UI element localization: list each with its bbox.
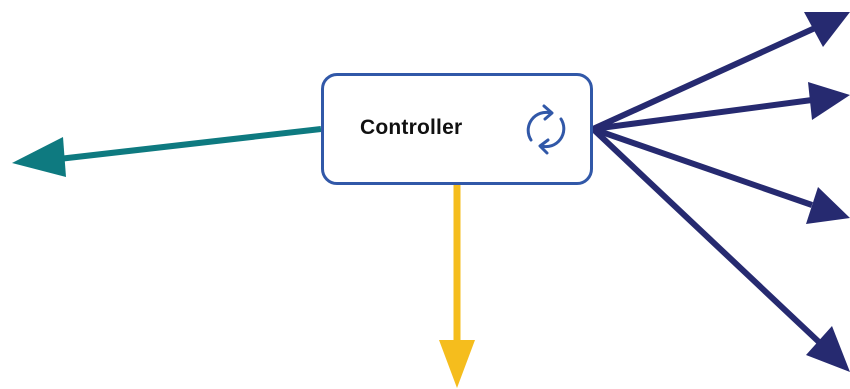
controller-node[interactable]: Controller: [321, 73, 593, 185]
down-arrow: [439, 185, 475, 388]
right-arrow-3: [592, 126, 850, 224]
left-arrow: [12, 126, 322, 177]
right-arrow-4: [590, 126, 850, 372]
right-arrow-1: [591, 12, 850, 132]
right-arrow-2: [592, 82, 850, 132]
controller-label: Controller: [360, 116, 463, 139]
refresh-icon: [526, 104, 566, 155]
